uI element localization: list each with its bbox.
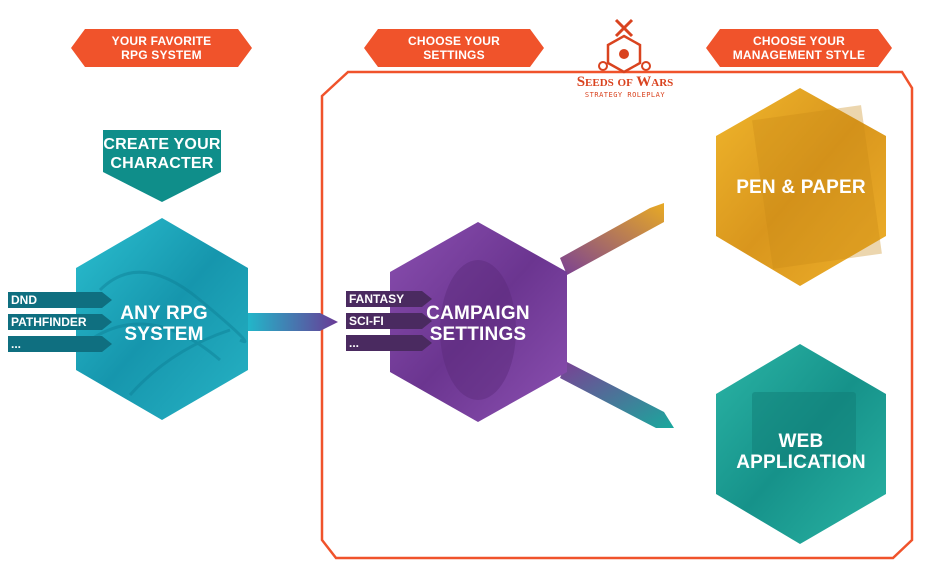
- tag-shape-rpg-more: [8, 336, 112, 352]
- rpg-hex-label-line2: SYSTEM: [124, 324, 204, 345]
- banner-management-line2: MANAGEMENT STYLE: [732, 48, 866, 62]
- arrow-rpg-to-campaign: [248, 313, 338, 331]
- rpg-hex-label: ANY RPG SYSTEM: [104, 300, 224, 348]
- web-app-label-line2: APPLICATION: [736, 452, 866, 473]
- arrow-campaign-to-web: [560, 362, 674, 428]
- tag-campaign-more[interactable]: ...: [349, 336, 360, 350]
- logo-subtitle: STRATEGY ROLEPLAY: [584, 91, 666, 99]
- web-app-laptop-image: [752, 392, 856, 462]
- pen-paper-label-text: PEN & PAPER: [736, 176, 866, 198]
- tag-rpg-more[interactable]: ...: [11, 337, 22, 351]
- tag-shape-pathfinder: [8, 314, 112, 330]
- create-character-line2: CHARACTER: [110, 155, 214, 172]
- banner-rpg-system-shape: [71, 29, 252, 67]
- tag-dnd[interactable]: DND: [11, 293, 37, 307]
- pen-paper-book-image: [752, 105, 882, 269]
- campaign-hexagon: [390, 222, 567, 422]
- banner-rpg-system: YOUR FAVORITE RPG SYSTEM: [85, 29, 238, 67]
- pen-paper-hexagon: [716, 88, 886, 286]
- banner-settings-shape: [364, 29, 544, 67]
- tag-fantasy[interactable]: FANTASY: [349, 292, 405, 306]
- logo-text: Seeds of Wars STRATEGY ROLEPLAY: [560, 74, 690, 100]
- create-character: CREATE YOUR CHARACTER: [103, 134, 221, 174]
- web-app-label: WEB APPLICATION: [726, 428, 876, 476]
- arrow-campaign-to-pen-paper: [560, 203, 664, 275]
- tag-shape-fantasy: [346, 291, 432, 307]
- rpg-hex-texture: [89, 270, 247, 396]
- campaign-hex-label-line1: CAMPAIGN: [426, 303, 530, 324]
- banner-rpg-system-line1: YOUR FAVORITE: [111, 34, 212, 48]
- banner-settings-line2: SETTINGS: [423, 48, 485, 62]
- pen-paper-label: PEN & PAPER: [726, 172, 876, 202]
- tag-pathfinder[interactable]: PATHFINDER: [11, 315, 87, 329]
- logo-title: Seeds of Wars: [576, 74, 674, 90]
- rpg-hex-label-line1: ANY RPG: [120, 303, 208, 324]
- banner-rpg-system-line2: RPG SYSTEM: [121, 48, 202, 62]
- campaign-hex-label-line2: SETTINGS: [429, 324, 527, 345]
- web-app-hexagon: [716, 344, 886, 544]
- create-character-line1: CREATE YOUR: [103, 136, 221, 153]
- banner-management-line1: CHOOSE YOUR: [753, 34, 845, 48]
- create-character-shape: [103, 130, 221, 202]
- rpg-system-hexagon: [76, 218, 248, 420]
- tag-scifi[interactable]: SCI-FI: [349, 314, 384, 328]
- tag-shape-scifi: [346, 313, 432, 329]
- tag-shape-campaign-more: [346, 335, 432, 351]
- web-app-label-line1: WEB: [778, 431, 824, 452]
- tag-shape-dnd: [8, 292, 112, 308]
- campaign-hex-figure: [440, 260, 516, 400]
- banner-settings-line1: CHOOSE YOUR: [408, 34, 500, 48]
- banner-management-shape: [706, 29, 892, 67]
- banner-management: CHOOSE YOUR MANAGEMENT STYLE: [716, 29, 882, 67]
- campaign-hex-label: CAMPAIGN SETTINGS: [418, 300, 538, 348]
- seeds-of-wars-logo: [598, 18, 651, 74]
- banner-settings: CHOOSE YOUR SETTINGS: [378, 29, 530, 67]
